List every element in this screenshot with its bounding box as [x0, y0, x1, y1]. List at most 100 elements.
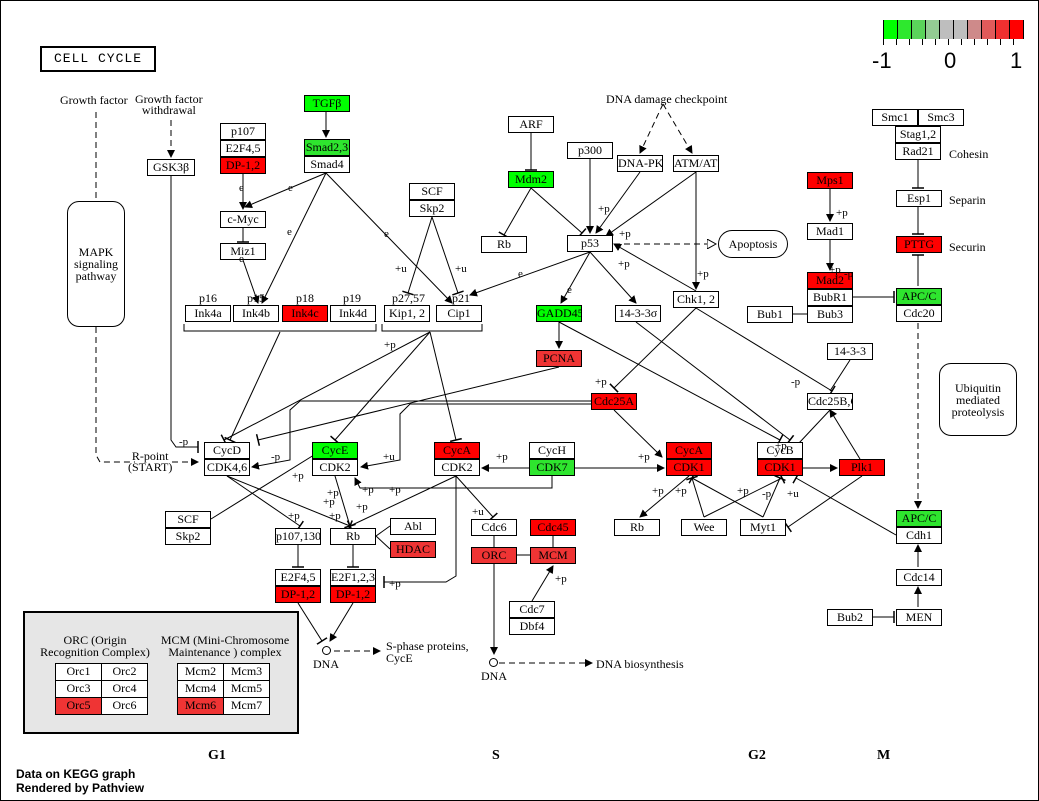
gene-node-cdc14[interactable]: Cdc14 [896, 569, 942, 586]
gene-node-ink4a[interactable]: Ink4a [185, 305, 231, 322]
complex-subunit-mcm5[interactable]: Mcm5 [223, 680, 270, 698]
gene-node-chk12[interactable]: Chk1, 2 [673, 291, 719, 308]
gene-node-cdc45[interactable]: Cdc45 [530, 519, 576, 536]
gene-node-cip1[interactable]: Cip1 [436, 305, 482, 322]
gene-node-cdk1b[interactable]: CDK1 [757, 459, 803, 476]
gene-node-dp12c[interactable]: DP-1,2 [330, 586, 376, 603]
gene-node-apcc2[interactable]: APC/C [896, 510, 942, 527]
gene-node-cyca2[interactable]: CycA [666, 442, 712, 459]
gene-node-smad4[interactable]: Smad4 [304, 156, 350, 173]
gene-node-tgfb[interactable]: TGFβ [304, 95, 350, 112]
gene-node-wee[interactable]: Wee [681, 519, 727, 536]
label-p18: p18 [296, 291, 314, 305]
gene-node-cdk46[interactable]: CDK4,6 [204, 459, 250, 476]
complex-subunit-orc1[interactable]: Orc1 [55, 663, 102, 681]
gene-node-mps1[interactable]: Mps1 [807, 172, 853, 189]
gene-node-cych[interactable]: CycH [529, 442, 575, 459]
gene-node-rad21[interactable]: Rad21 [895, 143, 941, 160]
gene-node-mcm[interactable]: MCM [530, 547, 576, 564]
gene-node-cdc20[interactable]: Cdc20 [896, 305, 942, 322]
gene-node-men[interactable]: MEN [896, 609, 942, 626]
gene-node-kip12[interactable]: Kip1, 2 [384, 305, 430, 322]
gene-node-e2f123[interactable]: E2F1,2,3 [330, 569, 376, 586]
legend-swatch [1009, 20, 1024, 39]
gene-node-cdk2a[interactable]: CDK2 [312, 459, 358, 476]
gene-node-skp2b[interactable]: Skp2 [165, 528, 211, 545]
gene-node-smc3[interactable]: Smc3 [918, 109, 964, 126]
gene-node-esp1[interactable]: Esp1 [896, 190, 942, 207]
gene-node-bub3[interactable]: Bub3 [807, 306, 853, 323]
complex-subunit-orc5[interactable]: Orc5 [55, 697, 102, 715]
gene-node-cdc7[interactable]: Cdc7 [509, 601, 555, 618]
gene-node-mad1[interactable]: Mad1 [807, 223, 853, 240]
gene-node-stag12[interactable]: Stag1,2 [895, 126, 941, 143]
gene-node-cdc25bc[interactable]: Cdc25B,C [807, 393, 853, 410]
complex-subunit-orc2[interactable]: Orc2 [101, 663, 148, 681]
gene-node-bubr1[interactable]: BubR1 [807, 289, 853, 306]
ubiquitin-proteolysis-link[interactable]: Ubiquitin mediated proteolysis [939, 363, 1017, 436]
gene-node-cdh1[interactable]: Cdh1 [896, 527, 942, 544]
complex-subunit-mcm3[interactable]: Mcm3 [223, 663, 270, 681]
gene-node-e2f45b[interactable]: E2F4,5 [275, 569, 321, 586]
gene-node-dnapk[interactable]: DNA-PK [617, 155, 663, 172]
gene-node-miz1[interactable]: Miz1 [220, 243, 266, 260]
complex-subunit-mcm7[interactable]: Mcm7 [223, 697, 270, 715]
complex-subunit-mcm4[interactable]: Mcm4 [177, 680, 224, 698]
complex-subunit-mcm6[interactable]: Mcm6 [177, 697, 224, 715]
gene-node-ink4d[interactable]: Ink4d [330, 305, 376, 322]
gene-node-hdac[interactable]: HDAC [390, 541, 436, 558]
gene-node-s1433s[interactable]: 14-3-3σ [615, 305, 661, 322]
gene-node-cmyc[interactable]: c-Myc [220, 211, 266, 228]
gene-node-bub1[interactable]: Bub1 [747, 306, 793, 323]
gene-node-gsk3b[interactable]: GSK3β [147, 159, 195, 176]
mapk-signaling-pathway-link[interactable]: MAPK signaling pathway [67, 201, 125, 327]
gene-node-cycb[interactable]: CycB [757, 442, 803, 459]
gene-node-cdc25a[interactable]: Cdc25A [591, 393, 637, 410]
gene-node-apcc1[interactable]: APC/C [896, 288, 942, 305]
gene-node-e2f45a[interactable]: E2F4,5 [220, 140, 266, 157]
gene-node-ink4b[interactable]: Ink4b [233, 305, 279, 322]
gene-node-dp12b[interactable]: DP-1,2 [275, 586, 321, 603]
gene-node-smc1[interactable]: Smc1 [872, 109, 918, 126]
complex-subunit-orc3[interactable]: Orc3 [55, 680, 102, 698]
gene-node-atm[interactable]: ATM/ATR [673, 155, 719, 172]
gene-node-gadd45[interactable]: GADD45 [536, 305, 582, 322]
gene-node-mdm2[interactable]: Mdm2 [508, 171, 554, 188]
gene-node-s1433[interactable]: 14-3-3 [827, 343, 873, 360]
gene-node-mad2[interactable]: Mad2 [807, 272, 853, 289]
gene-node-arf[interactable]: ARF [508, 116, 554, 133]
gene-node-p107130[interactable]: p107,130 [275, 528, 321, 545]
gene-node-orc[interactable]: ORC [471, 547, 517, 564]
complex-subunit-orc4[interactable]: Orc4 [101, 680, 148, 698]
gene-node-skp2a[interactable]: Skp2 [409, 200, 455, 217]
gene-node-dp12a[interactable]: DP-1,2 [220, 157, 266, 174]
gene-node-rb1[interactable]: Rb [481, 236, 527, 253]
gene-node-cyca1[interactable]: CycA [434, 442, 480, 459]
legend-tick [883, 39, 884, 45]
gene-node-dbf4[interactable]: Dbf4 [509, 618, 555, 635]
gene-node-cdk2b[interactable]: CDK2 [434, 459, 480, 476]
gene-node-pttg[interactable]: PTTG [896, 236, 942, 253]
gene-node-scf1[interactable]: SCF [409, 183, 455, 200]
gene-node-p300[interactable]: p300 [567, 142, 613, 159]
gene-node-scf2[interactable]: SCF [165, 511, 211, 528]
gene-node-myt1[interactable]: Myt1 [740, 519, 786, 536]
gene-node-abl[interactable]: Abl [390, 518, 436, 535]
gene-node-plk1[interactable]: Plk1 [839, 459, 885, 476]
gene-node-cycd[interactable]: CycD [204, 442, 250, 459]
gene-node-cdc6[interactable]: Cdc6 [471, 519, 517, 536]
gene-node-pcna[interactable]: PCNA [536, 350, 582, 367]
gene-node-p53[interactable]: p53 [567, 235, 613, 252]
gene-node-ink4c[interactable]: Ink4c [282, 305, 328, 322]
gene-node-smad23[interactable]: Smad2,3 [304, 139, 350, 156]
gene-node-rb2[interactable]: Rb [330, 528, 376, 545]
apoptosis-link[interactable]: Apoptosis [718, 230, 788, 258]
gene-node-bub2[interactable]: Bub2 [827, 609, 873, 626]
gene-node-p107a[interactable]: p107 [220, 123, 266, 140]
gene-node-cyce[interactable]: CycE [312, 442, 358, 459]
gene-node-rb3[interactable]: Rb [614, 519, 660, 536]
complex-subunit-orc6[interactable]: Orc6 [101, 697, 148, 715]
gene-node-cdk7[interactable]: CDK7 [529, 459, 575, 476]
gene-node-cdk1a[interactable]: CDK1 [666, 459, 712, 476]
complex-subunit-mcm2[interactable]: Mcm2 [177, 663, 224, 681]
